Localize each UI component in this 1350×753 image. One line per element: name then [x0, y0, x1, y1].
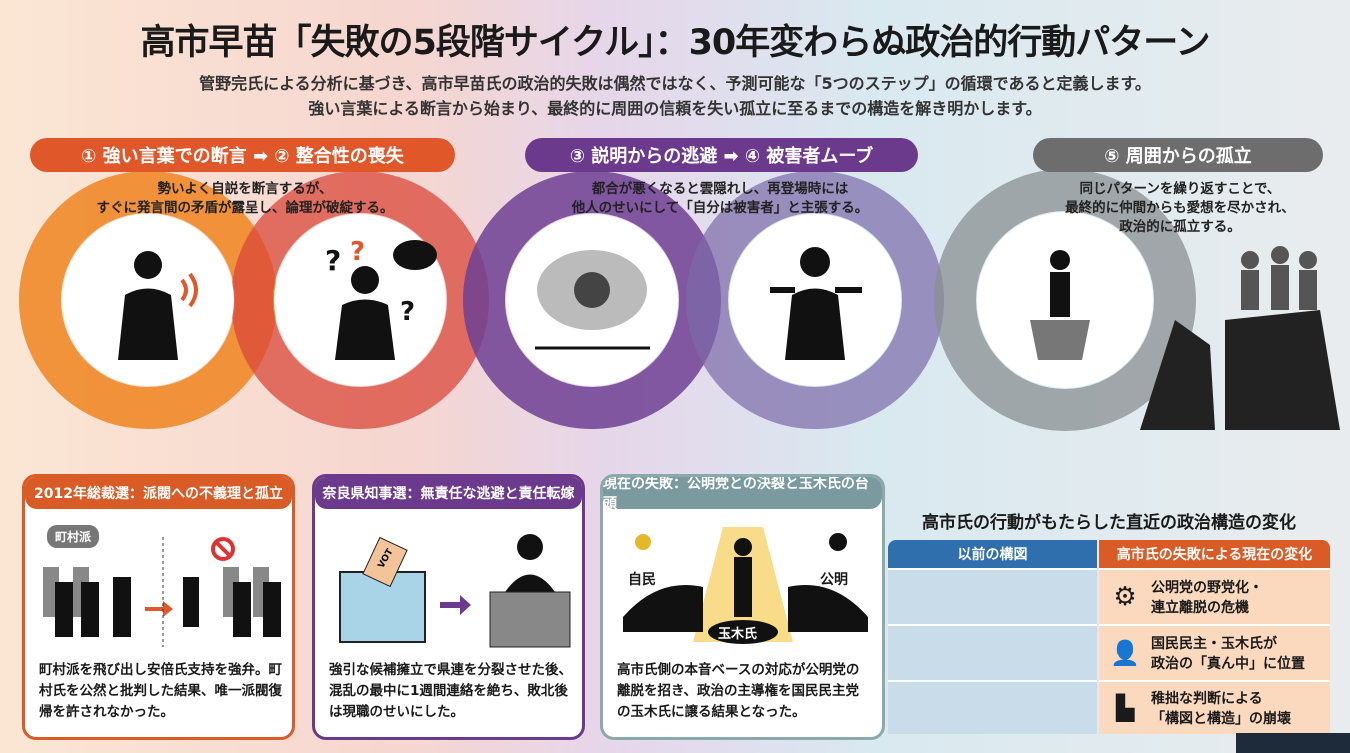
table-row: ▙稚拙な判断による「構図と構造」の崩壊 [888, 680, 1330, 734]
cell-after: ▙稚拙な判断による「構図と構造」の崩壊 [1099, 680, 1330, 734]
stage-3-4-description: 都合が悪くなると雲隠れし、再登場時には他人のせいにして「自分は被害者」と主張する… [571, 181, 869, 216]
case-card-current: 現在の失敗：公明党との決裂と玉木氏の台頭 自民 公明 玉木氏 高市氏側の本音ベー… [600, 474, 885, 740]
cloud-hiding-icon [535, 250, 650, 350]
faction-tag: 町村派 [47, 525, 100, 548]
stage-5-pill: ⑤ 周囲からの孤立 [1033, 138, 1323, 172]
stage-1-2-pill: ① 強い言葉での断言 ➡ ② 整合性の喪失 [30, 138, 455, 172]
faction-departure-icon [43, 537, 281, 647]
thumbnail-strip [1236, 733, 1350, 753]
ballot-box-podium-icon: VOT [339, 534, 571, 648]
cliff-crowd-icon [1140, 246, 1340, 430]
speaking-woman-icon [118, 251, 198, 360]
case-header: 現在の失敗：公明党との決裂と玉木氏の台頭 [603, 477, 882, 512]
ldp-label: 自民 [628, 572, 656, 588]
page-title: 高市早苗「失敗の5段階サイクル」：30年変わらぬ政治的行動パターン [140, 23, 1210, 63]
komeito-label: 公明 [820, 572, 848, 588]
case-header: 奈良県知事選：無責任な逃避と責任転嫁 [315, 477, 582, 509]
blaming-woman-icon [770, 247, 862, 360]
cell-before [888, 624, 1098, 680]
stage-1-2-description: 勢いよく自説を断言するが、すぐに発言間の矛盾が露呈し、論理が破綻する。 [96, 181, 394, 216]
stage-5-description: 同じパターンを繰り返すことで、最終的に仲間からも愛想を尽かされ、政治的に孤立する… [1065, 181, 1295, 235]
case-card-nara: 奈良県知事選：無責任な逃避と責任転嫁 VOT 強引な候補擁立で県連を分裂させた後… [312, 474, 585, 740]
case-text: 高市氏側の本音ベースの対応が公明党の離脱を招き、政治の主導権を国民民主党の玉木氏… [617, 662, 860, 720]
cell-before [888, 568, 1098, 624]
ring-stage-5 [934, 170, 1196, 431]
svg-text:?: ? [400, 297, 415, 327]
table-row: ⚙公明党の野党化・連立離脱の危機 [888, 568, 1330, 624]
header-before: 以前の構図 [888, 540, 1098, 568]
case-header: 2012年総裁選：派閥への不義理と孤立 [25, 477, 292, 509]
svg-text:?: ? [350, 237, 365, 267]
confused-woman-icon: ??? [325, 237, 437, 360]
isolated-person-icon [1030, 250, 1090, 360]
ring-stage-4 [686, 171, 944, 429]
case-card-2012: 2012年総裁選：派閥への不義理と孤立 町村派 町村派を飛び出し安倍氏支持を強弁… [22, 474, 295, 740]
table-row: 👤国民民主・玉木氏が政治の「真ん中」に位置 [888, 624, 1330, 680]
bridge-spotlight-icon [623, 527, 868, 644]
tamaki-label: 玉木氏 [718, 627, 758, 642]
structure-change-table: 以前の構図 高市氏の失敗による現在の変化 ⚙公明党の野党化・連立離脱の危機 👤国… [888, 540, 1330, 736]
case-text: 強引な候補擁立で県連を分裂させた後、混乱の最中に1週間連絡を絶ち、敗北後は現職の… [329, 662, 572, 720]
svg-text:?: ? [325, 244, 341, 277]
cell-before [888, 680, 1098, 734]
cell-after: ⚙公明党の野党化・連立離脱の危機 [1099, 568, 1330, 624]
stage-3-4-pill: ③ 説明からの逃避 ➡ ④ 被害者ムーブ [525, 138, 918, 172]
spotlight-person-icon: 👤 [1110, 639, 1140, 667]
cycle-rings: ??? [19, 170, 1340, 431]
case-text: 町村派を飛び出し安倍氏支持を強弁。町村氏を公然と批判した結果、唯一派閥復帰を許さ… [39, 662, 282, 720]
subtitle-line-1: 管野完氏による分析に基づき、高市早苗氏の政治的失敗は偶然ではなく、予測可能な「5… [199, 74, 1151, 93]
header-after: 高市氏の失敗による現在の変化 [1099, 540, 1330, 568]
table-title: 高市氏の行動がもたらした直近の政治構造の変化 [922, 513, 1296, 533]
subtitle-line-2: 強い言葉による断言から始まり、最終的に周囲の信頼を失い孤立に至るまでの構造を解き… [308, 99, 1042, 118]
cell-after: 👤国民民主・玉木氏が政治の「真ん中」に位置 [1099, 624, 1330, 680]
collapse-icon: ▙ [1115, 694, 1135, 722]
gears-icon: ⚙ [1113, 582, 1137, 612]
